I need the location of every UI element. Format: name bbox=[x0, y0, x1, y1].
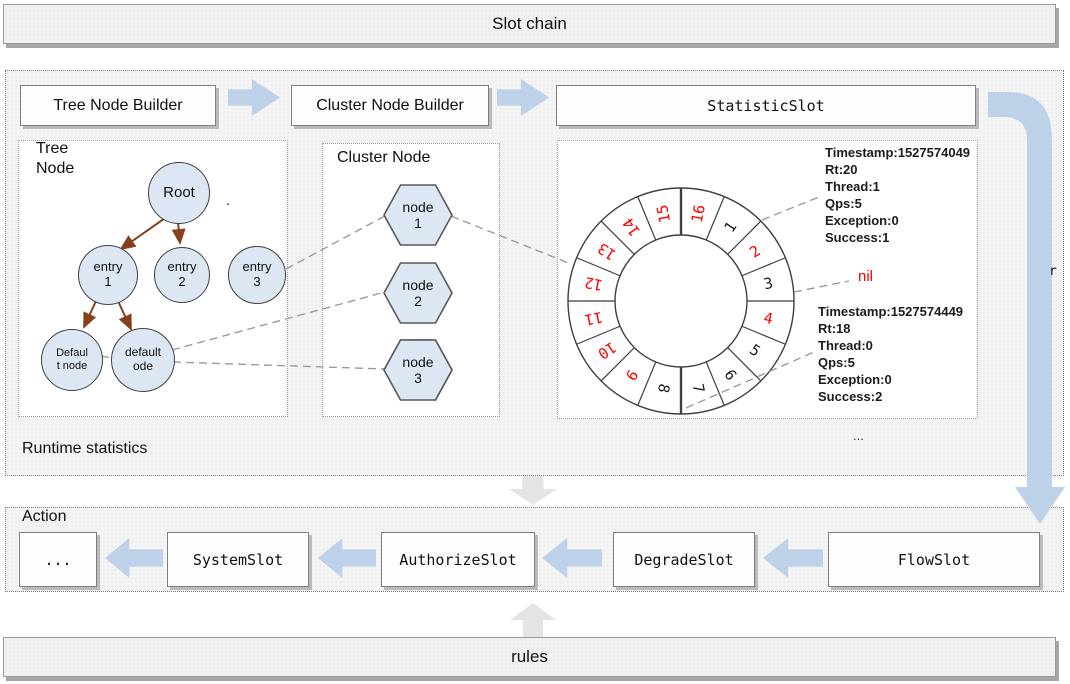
default-ode-label: default ode bbox=[124, 345, 162, 373]
annotation-line: Exception:0 bbox=[825, 213, 899, 228]
annotation-line: Exception:0 bbox=[818, 372, 892, 387]
annotation-line: Rt:20 bbox=[825, 162, 858, 177]
cluster-node-1-label: node 1 bbox=[402, 198, 434, 231]
svg-text:12: 12 bbox=[583, 273, 604, 294]
cluster-node-builder-box: Cluster Node Builder bbox=[291, 85, 489, 126]
cluster-node-2: node 2 bbox=[383, 262, 453, 324]
cluster-node-3-label: node 3 bbox=[402, 353, 434, 386]
nil-label: nil bbox=[858, 268, 874, 285]
svg-text:16: 16 bbox=[688, 203, 709, 224]
window-annotation-2: Timestamp:1527574449 Rt:18 Thread:0 Qps:… bbox=[818, 303, 963, 405]
runtime-statistics-label: Runtime statistics bbox=[22, 440, 148, 457]
default-ode-node: default ode bbox=[111, 328, 175, 392]
svg-text:14: 14 bbox=[619, 214, 644, 239]
window-annotation-1: Timestamp:1527574049 Rt:20 Thread:1 Qps:… bbox=[825, 144, 970, 246]
slot-chain-title: Slot chain bbox=[492, 14, 567, 33]
cluster-node-1: node 1 bbox=[383, 184, 453, 246]
dots-slot-box: ... bbox=[19, 532, 97, 587]
rules-title: rules bbox=[511, 647, 548, 666]
hexagon-icon bbox=[383, 184, 453, 246]
entry1-node: entry 1 bbox=[78, 245, 138, 305]
annotation-line: Timestamp:1527574049 bbox=[825, 145, 971, 160]
tree-node-panel-title: Tree Node bbox=[36, 140, 75, 177]
svg-text:5: 5 bbox=[746, 340, 764, 360]
system-slot-box: SystemSlot bbox=[167, 532, 309, 587]
tree-node-builder-box: Tree Node Builder bbox=[20, 85, 216, 126]
statistic-slot-box: StatisticSlot bbox=[556, 85, 976, 126]
svg-text:3: 3 bbox=[762, 274, 774, 293]
authorize-slot-box: AuthorizeSlot bbox=[381, 532, 535, 587]
action-label: Action bbox=[22, 508, 67, 525]
annotation-line: Qps:5 bbox=[825, 196, 862, 211]
svg-text:9: 9 bbox=[622, 366, 642, 384]
svg-text:2: 2 bbox=[746, 242, 764, 262]
annotation-line: Thread:0 bbox=[818, 338, 873, 353]
entry2-node: entry 2 bbox=[154, 247, 210, 303]
annotation-line: Thread:1 bbox=[825, 179, 880, 194]
entry3-label: entry 3 bbox=[242, 259, 272, 289]
authorize-slot-label: AuthorizeSlot bbox=[399, 550, 517, 569]
svg-text:13: 13 bbox=[594, 239, 619, 264]
svg-text:4: 4 bbox=[762, 309, 774, 328]
annotation-line: Qps:5 bbox=[818, 355, 855, 370]
rules-banner: rules bbox=[3, 637, 1056, 677]
cluster-node-panel-title: Cluster Node bbox=[337, 149, 431, 166]
entry3-node: entry 3 bbox=[228, 246, 286, 304]
tree-node-builder-label: Tree Node Builder bbox=[53, 96, 183, 114]
up-arrow-icon bbox=[510, 603, 556, 637]
annotation-line: Success:1 bbox=[825, 230, 890, 245]
system-slot-label: SystemSlot bbox=[192, 550, 284, 569]
root-node-label: Root bbox=[163, 184, 195, 202]
svg-text:15: 15 bbox=[653, 203, 674, 224]
entry1-label: entry 1 bbox=[93, 259, 123, 289]
degrade-slot-box: DegradeSlot bbox=[613, 532, 755, 587]
cluster-node-2-label: node 2 bbox=[402, 276, 434, 309]
flow-slot-box: FlowSlot bbox=[828, 532, 1040, 587]
entry2-label: entry 2 bbox=[167, 259, 197, 289]
degrade-slot-label: DegradeSlot bbox=[634, 550, 734, 569]
annotation-line: Success:2 bbox=[818, 389, 883, 404]
down-arrow-icon bbox=[509, 476, 557, 505]
svg-text:6: 6 bbox=[720, 366, 740, 384]
side-r-label: r bbox=[1049, 264, 1057, 279]
statistic-slot-label: StatisticSlot bbox=[707, 96, 825, 115]
dots-slot-label: ... bbox=[44, 550, 72, 569]
slot-chain-banner: Slot chain bbox=[3, 4, 1056, 44]
root-node: Root bbox=[148, 162, 210, 224]
cluster-node-3: node 3 bbox=[382, 339, 453, 402]
flow-slot-label: FlowSlot bbox=[897, 550, 971, 569]
svg-text:7: 7 bbox=[689, 382, 708, 394]
svg-text:10: 10 bbox=[594, 338, 619, 363]
svg-text:11: 11 bbox=[583, 308, 604, 329]
stray-dot: . bbox=[226, 192, 230, 208]
annotation-line: Timestamp:1527574449 bbox=[818, 304, 964, 319]
svg-text:8: 8 bbox=[654, 382, 673, 394]
default-node: Defaul t node bbox=[41, 329, 103, 391]
hexagon-icon bbox=[382, 339, 453, 402]
annotation-line: Rt:18 bbox=[818, 321, 851, 336]
default-node-label: Defaul t node bbox=[56, 347, 88, 372]
ellipsis-label: ... bbox=[853, 428, 864, 443]
svg-text:1: 1 bbox=[720, 218, 740, 236]
cluster-node-builder-label: Cluster Node Builder bbox=[316, 96, 464, 114]
